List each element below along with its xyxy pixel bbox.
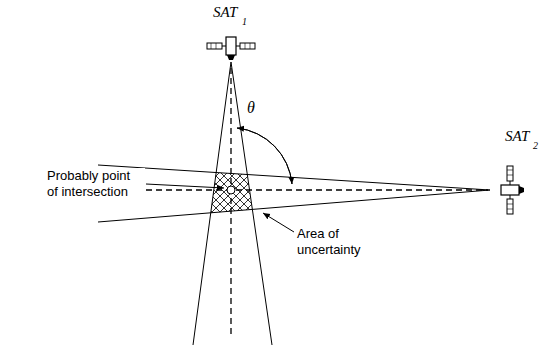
satellite-icon xyxy=(207,37,255,60)
callout-label: Area of uncertainty xyxy=(296,226,370,258)
beam-line xyxy=(193,62,231,345)
beam-line xyxy=(98,165,490,190)
angle-arc xyxy=(237,128,292,184)
dashed-axis xyxy=(230,68,231,336)
satellite-name: SAT xyxy=(504,128,530,144)
angle-arc xyxy=(237,128,292,184)
satellite-icon xyxy=(501,166,524,214)
leader-arrow xyxy=(146,184,224,188)
leader-arrow xyxy=(263,213,294,232)
dashed-axis xyxy=(146,189,488,190)
intersection-point xyxy=(227,186,235,194)
beam-line xyxy=(231,62,272,345)
satellite-name: SAT xyxy=(212,4,238,20)
callout-label: Probably point of intersection xyxy=(46,168,145,200)
satellite-index: 2 xyxy=(532,138,539,154)
angle-symbol: θ xyxy=(246,100,256,116)
satellite-index: 1 xyxy=(241,14,248,30)
beam-line xyxy=(98,190,490,222)
